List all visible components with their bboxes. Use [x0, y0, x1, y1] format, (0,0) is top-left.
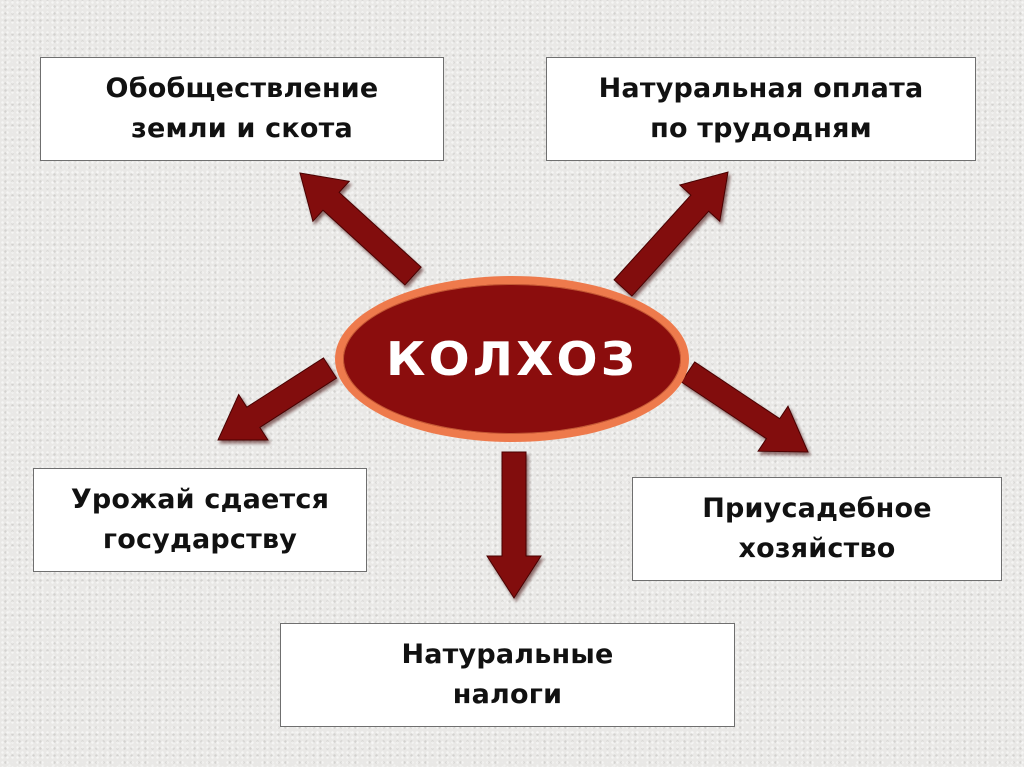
box-naturalnaya-oplata: Натуральная оплата по трудодням [546, 57, 976, 161]
box-line: Приусадебное [702, 493, 932, 524]
box-priusadebnoe-khozyaistvo: Приусадебное хозяйство [632, 477, 1002, 581]
box-urozhai-sdaetsya: Урожай сдается государству [33, 468, 367, 572]
box-line: Урожай сдается [70, 484, 330, 515]
arrow-to-naturalnaya-oplata [613, 171, 729, 297]
box-line: Обобществление [105, 73, 379, 104]
box-naturalnye-nalogi: Натуральные налоги [280, 623, 735, 727]
arrow-to-priusadebnoe [680, 361, 809, 453]
arrow-to-obobshchestvlenie [299, 172, 422, 286]
arrow-to-urozhai [217, 357, 338, 441]
box-line: Натуральная оплата [598, 73, 924, 104]
box-line: земли и скота [131, 113, 353, 144]
box-line: налоги [452, 679, 563, 710]
box-line: Натуральные [401, 639, 614, 670]
box-line: хозяйство [738, 533, 896, 564]
arrow-to-nalogi [486, 451, 542, 599]
box-line: по трудодням [650, 113, 872, 144]
kolkhoz-ellipse: КОЛХОЗ [335, 276, 689, 442]
center-label: КОЛХОЗ [385, 332, 639, 386]
box-obobshchestvlenie: Обобществление земли и скота [40, 57, 444, 161]
box-line: государству [102, 524, 298, 555]
